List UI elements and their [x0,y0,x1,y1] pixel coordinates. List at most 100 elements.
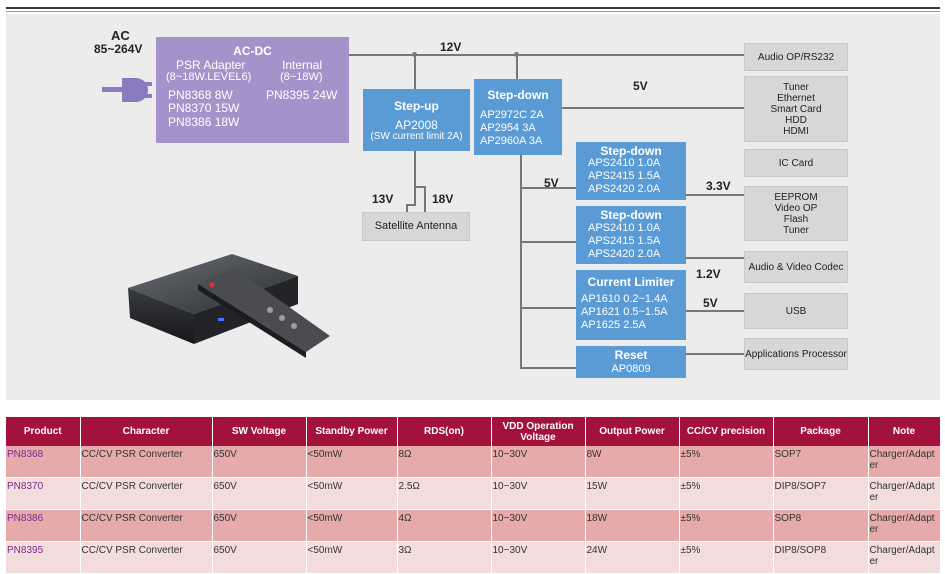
load-usb-label: USB [785,305,807,317]
wire-5v-reset [520,367,576,369]
table-header-row: Product Character SW Voltage Standby Pow… [6,417,941,446]
v5-top-label: 5V [633,79,648,93]
stepdown-b-item: APS2410 1.0A [588,222,661,234]
table-cell: 10~30V [491,541,586,574]
table-row: PN8395 CC/CV PSR Converter 650V <50mW 3Ω… [6,541,941,574]
load-ic-card: IC Card [744,149,848,177]
table-cell: 3Ω [397,541,492,574]
table-header: VDD Operation Voltage [491,417,586,446]
product-table: Product Character SW Voltage Standby Pow… [6,417,941,574]
reset-part: AP0809 [611,363,651,375]
set-top-box-image [128,254,330,358]
load-ic-card-label: IC Card [778,157,814,169]
table-cell: ±5% [679,477,774,510]
stepdown-b-item: APS2415 1.5A [588,235,661,247]
table-header: Note [868,417,941,446]
load-item: Flash [783,213,809,225]
stepdown-main-title: Step-down [487,88,549,102]
table-cell: 10~30V [491,446,586,478]
junction-dot [514,52,519,57]
table-header: SW Voltage [212,417,307,446]
ac-range: 85~264V [94,42,143,56]
internal-sub: (8~18W) [280,71,323,83]
load-app-processor: Applications Processor [744,338,848,370]
wire-12v-to-stepup [414,54,416,89]
stepdown-b-box: Step-down APS2410 1.0A APS2415 1.5A APS2… [576,206,686,264]
wire-5v-vertical [520,154,522,368]
table-header: Character [80,417,213,446]
wire-12v-bus [348,54,744,56]
table-cell: 2.5Ω [397,477,492,510]
current-limiter-title: Current Limiter [587,275,675,289]
load-item: Smart Card [770,103,822,115]
v3-3-label: 3.3V [706,179,731,193]
v13-label: 13V [372,192,394,206]
product-link[interactable]: PN8395 [6,541,81,574]
psr-title: PSR Adapter [176,58,246,72]
table-cell: 24W [585,541,680,574]
table-cell: SOP7 [773,446,869,478]
stepdown-b-item: APS2420 2.0A [588,248,661,260]
load-audio-op-label: Audio OP/RS232 [757,51,835,63]
psr-item: PN8386 18W [168,115,240,129]
table-header: Standby Power [306,417,398,446]
table-cell: 10~30V [491,509,586,542]
table-header: CC/CV precision [679,417,774,446]
load-av-codec-label: Audio & Video Codec [748,261,844,273]
stepup-title: Step-up [394,99,439,113]
load-item: Tuner [783,224,809,236]
stepdown-a-item: APS2410 1.0A [588,157,661,169]
table-cell: 650V [212,541,307,574]
product-link[interactable]: PN8368 [6,446,81,478]
psr-item: PN8368 8W [168,88,233,102]
stepdown-a-item: APS2415 1.5A [588,170,661,182]
load-item: HDMI [783,125,809,137]
table-header: Product [6,417,81,446]
stepdown-a-title: Step-down [600,144,662,158]
block-diagram: AC 85~264V AC-DC PSR Adapter (8~18W.LEVE… [6,14,940,400]
product-link[interactable]: PN8386 [6,509,81,542]
product-link[interactable]: PN8370 [6,477,81,510]
table-cell: 8Ω [397,446,492,478]
table-cell: DIP8/SOP8 [773,541,869,574]
table-cell: ±5% [679,509,774,542]
junction-dot [412,52,417,57]
table-header: Output Power [585,417,680,446]
wire-reset-app [686,353,744,355]
ac-plug-icon [102,78,152,102]
table-row: PN8368 CC/CV PSR Converter 650V <50mW 8Ω… [6,446,941,478]
stepdown-main-item: AP2954 3A [480,122,536,134]
table-cell: 650V [212,446,307,478]
psr-sub: (8~18W.LEVEL6) [166,71,252,83]
table-cell: Charger/Adapter [868,446,941,478]
ac-label: AC [111,28,130,43]
table-cell: <50mW [306,509,398,542]
wire-5v-stepdown-a [520,187,576,189]
stepdown-a-item: APS2420 2.0A [588,183,661,195]
table-row: PN8370 CC/CV PSR Converter 650V <50mW 2.… [6,477,941,510]
wire-13v-h [406,204,416,206]
load-item: HDD [785,114,807,126]
wire-5v-top [562,107,744,109]
top-rule [6,7,940,9]
stepup-box: Step-up AP2008 (SW current limit 2A) [363,89,470,151]
table-cell: 18W [585,509,680,542]
reset-title: Reset [614,348,648,362]
table-row: PN8386 CC/CV PSR Converter 650V <50mW 4Ω… [6,509,941,542]
load-av-codec: Audio & Video Codec [744,251,848,283]
load-item: Tuner [783,81,809,93]
wire-1v2 [686,257,744,259]
table-cell: 10~30V [491,477,586,510]
table-cell: CC/CV PSR Converter [80,446,213,478]
table-cell: Charger/Adapter [868,477,941,510]
stepdown-a-box: Step-down APS2410 1.0A APS2415 1.5A APS2… [576,142,686,200]
wire-12v-to-stepdown [516,54,518,79]
table-cell: CC/CV PSR Converter [80,509,213,542]
table-cell: Charger/Adapter [868,541,941,574]
top-rule-thin [6,11,940,12]
wire-18v-h [414,186,424,188]
wire-5v-limiter [520,307,576,309]
table-cell: 15W [585,477,680,510]
table-cell: CC/CV PSR Converter [80,541,213,574]
table-cell: Charger/Adapter [868,509,941,542]
